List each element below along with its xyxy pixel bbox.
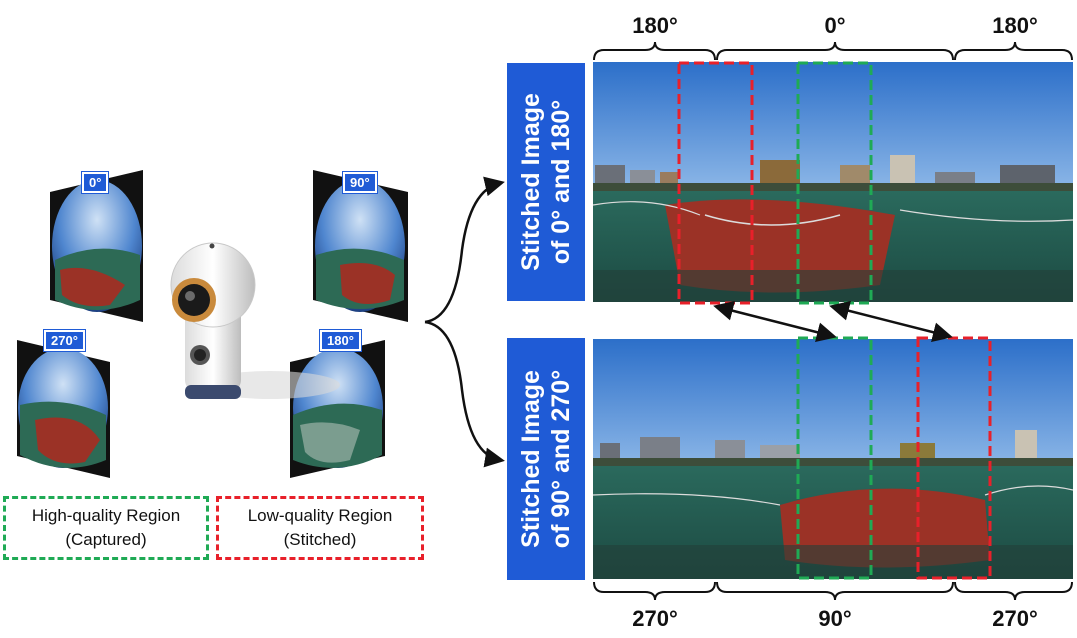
- stitched-label-top-line2: of 0° and 180°: [547, 99, 576, 265]
- lens-image-270: [17, 340, 110, 478]
- top-degree-center: 0°: [824, 13, 846, 38]
- top-degree-left: 180°: [632, 13, 678, 38]
- bottom-degree-right: 270°: [992, 606, 1038, 631]
- top-brackets: [593, 41, 1073, 61]
- lens-image-180: [290, 340, 385, 478]
- lens-tag-180: 180°: [320, 330, 361, 351]
- correspondence-arrow-right: [829, 301, 953, 342]
- bottom-degree-center: 90°: [818, 606, 852, 631]
- branch-arrow-top: [424, 176, 505, 324]
- stitched-label-bottom-line1: Stitched Image: [517, 370, 545, 548]
- correspondence-arrow-left: [713, 301, 837, 342]
- bottom-degree-left: 270°: [632, 606, 678, 631]
- legend-high-quality-line1: High-quality Region: [31, 506, 181, 525]
- top-degree-right: 180°: [992, 13, 1038, 38]
- legend-high-quality-line2: (Captured): [65, 530, 147, 549]
- bottom-panorama: [593, 339, 1073, 579]
- stitched-label-bottom: Stitched Image of 90° and 270°: [507, 338, 585, 580]
- bottom-brackets: [593, 581, 1073, 601]
- lens-tag-90: 90°: [343, 172, 377, 193]
- stitched-label-bottom-line2: of 90° and 270°: [547, 369, 575, 549]
- lens-tag-0: 0°: [82, 172, 109, 193]
- bottom-low-quality-box: [916, 336, 992, 580]
- stitched-label-top: Stitched Image of 0° and 180°: [507, 63, 585, 301]
- lens-image-0: [50, 170, 143, 322]
- camera-icon: [170, 242, 340, 399]
- legend-low-quality-line2: (Stitched): [283, 530, 357, 549]
- lens-tag-270: 270°: [44, 330, 85, 351]
- legend-low-quality-line1: Low-quality Region: [247, 506, 393, 525]
- branch-arrow-bottom: [424, 320, 505, 468]
- lens-image-90: [313, 170, 408, 322]
- legend-low-quality: Low-quality Region (Stitched): [216, 496, 424, 560]
- top-panorama: [593, 62, 1073, 302]
- stitched-label-top-line1: Stitched Image: [517, 93, 546, 271]
- legend-high-quality: High-quality Region (Captured): [3, 496, 209, 560]
